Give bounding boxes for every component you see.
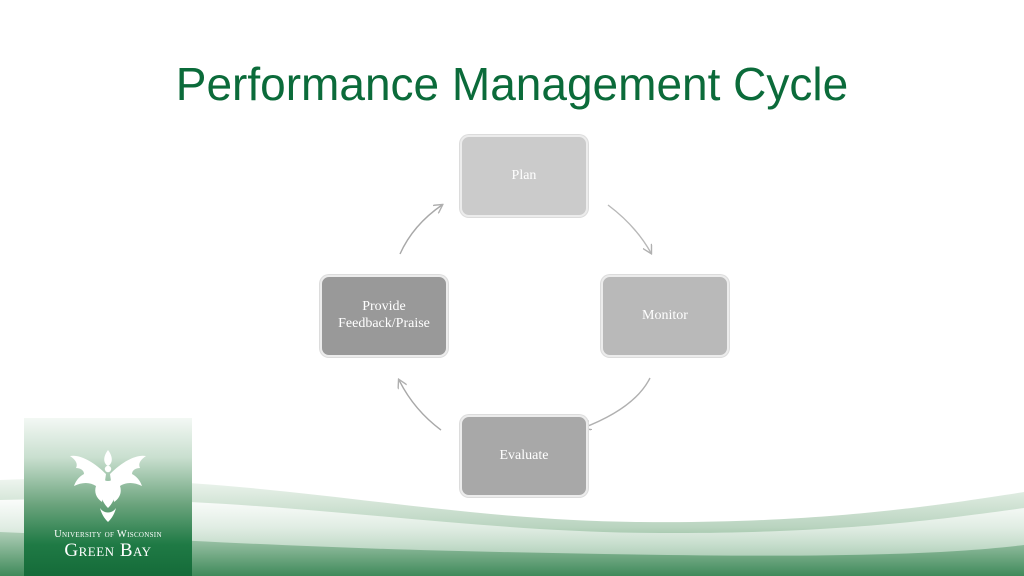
university-logo: University of Wisconsin Green Bay xyxy=(24,418,192,576)
logo-text-university: University of Wisconsin xyxy=(54,529,162,540)
node-label-evaluate: Evaluate xyxy=(499,447,549,463)
arrow-feedback-to-plan xyxy=(399,205,442,255)
cycle-node-monitor: Monitor xyxy=(601,275,729,357)
node-label-feedback-line2: Feedback/Praise xyxy=(338,316,430,331)
slide-title: Performance Management Cycle xyxy=(175,58,849,110)
node-label-monitor: Monitor xyxy=(642,307,688,323)
node-label-plan: Plan xyxy=(511,167,537,183)
arrow-evaluate-to-feedback xyxy=(399,380,442,431)
arrow-plan-to-monitor xyxy=(607,204,651,253)
cycle-node-evaluate: Evaluate xyxy=(460,415,588,497)
arrow-monitor-to-evaluate xyxy=(583,377,651,428)
phoenix-icon xyxy=(70,450,146,522)
cycle-node-feedback: Provide Feedback/Praise xyxy=(320,275,448,357)
logo-text-green-bay: Green Bay xyxy=(64,540,152,561)
node-label-feedback-line1: Provide xyxy=(362,299,406,315)
cycle-node-plan: Plan xyxy=(460,135,588,217)
